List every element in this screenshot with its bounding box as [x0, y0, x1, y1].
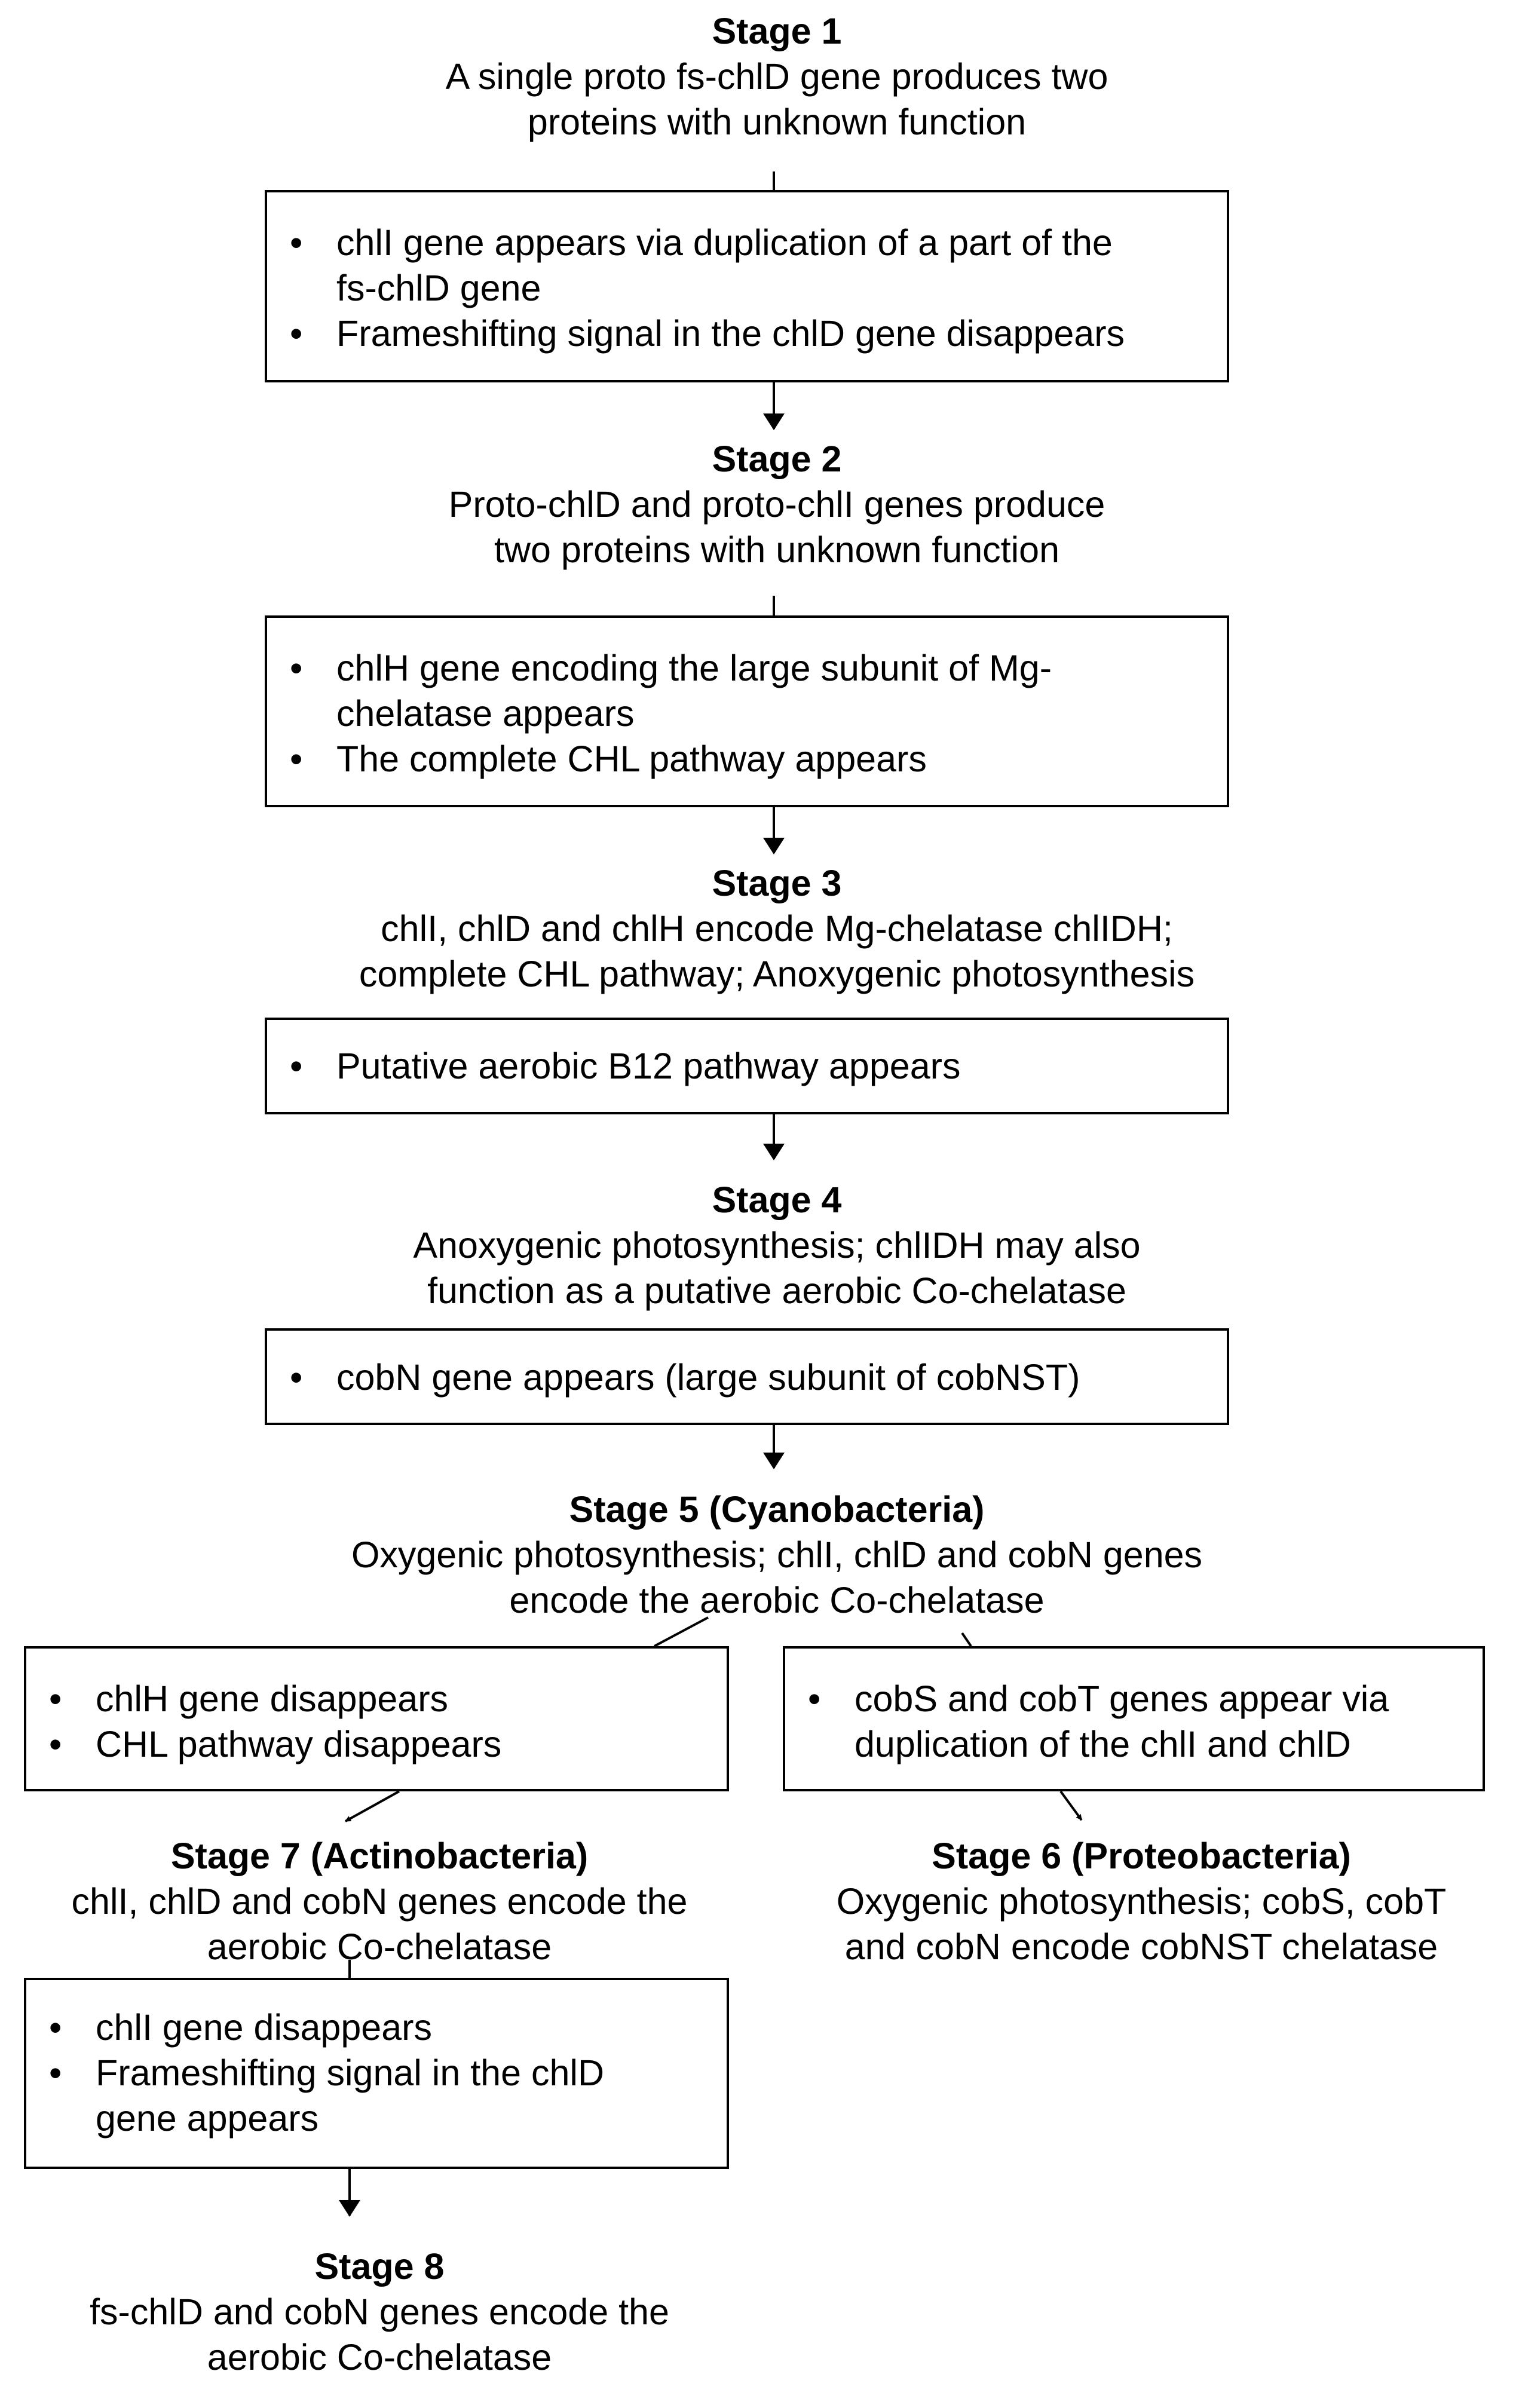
stage-4-title: Stage 4: [712, 1180, 842, 1220]
stage-7: Stage 7 (Actinobacteria) chlI, chlD and …: [24, 1833, 735, 1969]
stage-6-title: Stage 6 (Proteobacteria): [932, 1836, 1351, 1876]
stage-6: Stage 6 (Proteobacteria) Oxygenic photos…: [783, 1833, 1500, 1969]
transition-box-2-3: chlH gene encoding the large subunit of …: [265, 615, 1229, 807]
bullet-item: Frameshifting signal in the chlD gene di…: [267, 311, 1227, 356]
arrowhead: [763, 1144, 785, 1160]
stage-2-description: Proto-chlD and proto-chlI genes produce …: [448, 484, 1105, 570]
stage-1-title: Stage 1: [712, 11, 842, 51]
stage-3: Stage 3 chlI, chlD and chlH encode Mg-ch…: [281, 860, 1273, 997]
stage-1-description: A single proto fs-chlD gene produces two…: [445, 56, 1108, 142]
transition-box-1-2: chlI gene appears via duplication of a p…: [265, 190, 1229, 382]
bullet-item: chlI gene disappears: [26, 2005, 727, 2050]
stage-1: Stage 1 A single proto fs-chlD gene prod…: [341, 8, 1213, 145]
stage-3-title: Stage 3: [712, 863, 842, 903]
stage-8-title: Stage 8: [314, 2246, 445, 2287]
transition-box-5-6: cobS and cobT genes appear via duplicati…: [783, 1646, 1485, 1791]
connector-stage5-left-box: [654, 1616, 709, 1647]
bullet-item: chlH gene disappears: [26, 1676, 727, 1721]
stage-8-description: fs-chlD and cobN genes encode the aerobi…: [90, 2291, 669, 2378]
bullet-item: Frameshifting signal in the chlD gene ap…: [26, 2050, 727, 2141]
stage-7-title: Stage 7 (Actinobacteria): [170, 1836, 589, 1876]
stage-5-description: Oxygenic photosynthesis; chlI, chlD and …: [351, 1534, 1203, 1620]
bullet-item: cobN gene appears (large subunit of cobN…: [267, 1355, 1227, 1400]
stage-5: Stage 5 (Cyanobacteria) Oxygenic photosy…: [281, 1487, 1273, 1623]
transition-box-5-7: chlH gene disappears CHL pathway disappe…: [24, 1646, 729, 1791]
arrowhead: [763, 1453, 785, 1469]
arrow-right-box-stage6: [1059, 1790, 1083, 1821]
stage-6-description: Oxygenic photosynthesis; cobS, cobT and …: [836, 1881, 1447, 1967]
transition-box-3-4: Putative aerobic B12 pathway appears: [265, 1018, 1229, 1114]
arrowhead: [339, 2200, 360, 2217]
stage-3-description: chlI, chlD and chlH encode Mg-chelatase …: [359, 908, 1195, 994]
bullet-item: chlI gene appears via duplication of a p…: [267, 220, 1227, 311]
arrow-left-box-stage7: [345, 1790, 400, 1822]
bullet-item: chlH gene encoding the large subunit of …: [267, 645, 1227, 736]
stage-4: Stage 4 Anoxygenic photosynthesis; chlID…: [341, 1177, 1213, 1313]
bullet-item: The complete CHL pathway appears: [267, 736, 1227, 782]
stage-7-description: chlI, chlD and cobN genes encode the aer…: [71, 1881, 688, 1967]
arrowhead: [763, 413, 785, 430]
arrowhead: [763, 838, 785, 854]
stage-8: Stage 8 fs-chlD and cobN genes encode th…: [24, 2244, 735, 2380]
stage-5-title: Stage 5 (Cyanobacteria): [569, 1489, 985, 1530]
connector-stage5-right-box: [961, 1632, 972, 1647]
transition-box-4-5: cobN gene appears (large subunit of cobN…: [265, 1328, 1229, 1425]
stage-2: Stage 2 Proto-chlD and proto-chlI genes …: [341, 436, 1213, 572]
bullet-item: Putative aerobic B12 pathway appears: [267, 1043, 1227, 1089]
stage-4-description: Anoxygenic photosynthesis; chlIDH may al…: [413, 1225, 1141, 1311]
transition-box-7-8: chlI gene disappears Frameshifting signa…: [24, 1978, 729, 2169]
bullet-item: cobS and cobT genes appear via duplicati…: [785, 1676, 1483, 1767]
stage-2-title: Stage 2: [712, 439, 842, 479]
bullet-item: CHL pathway disappears: [26, 1721, 727, 1767]
